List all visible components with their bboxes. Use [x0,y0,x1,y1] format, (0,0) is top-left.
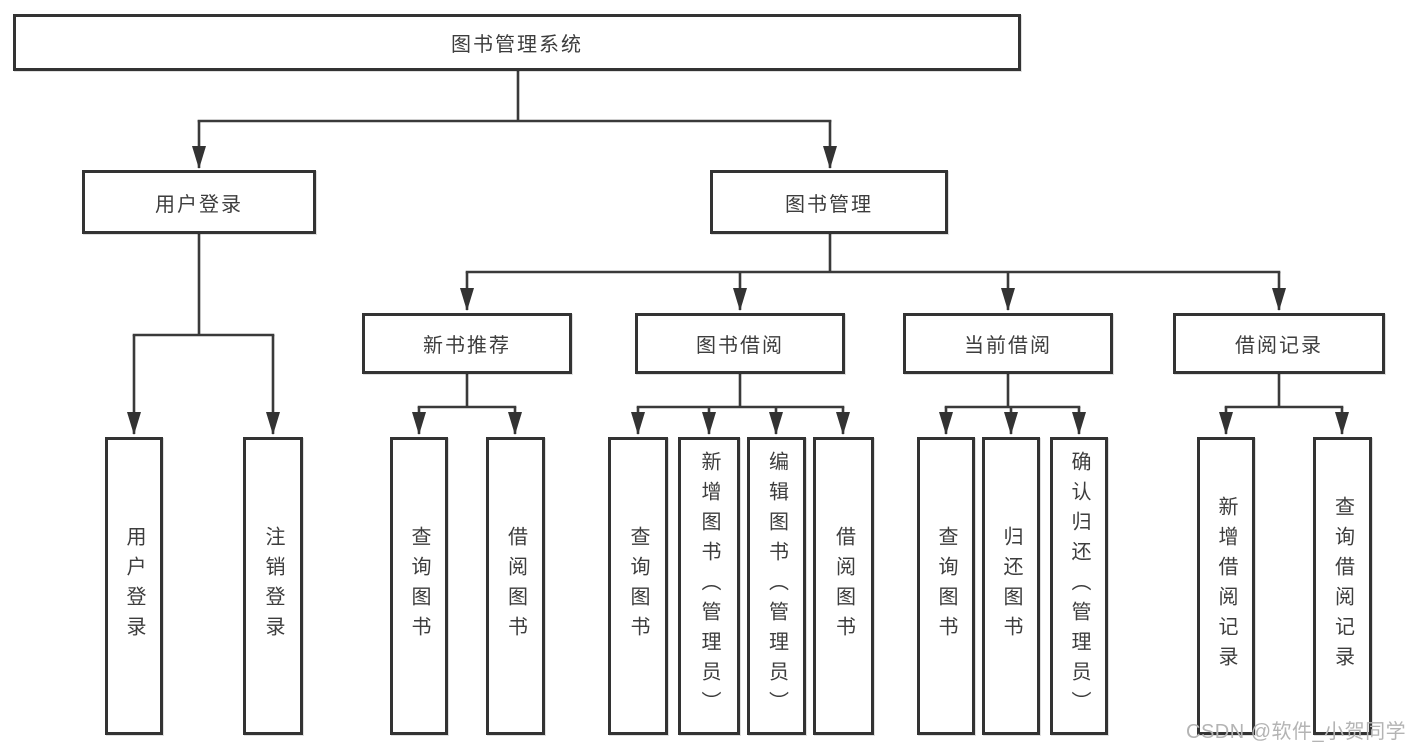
node-book-borrow: 图书借阅 [635,313,845,374]
node-root: 图书管理系统 [13,14,1021,71]
node-label: 查询借阅记录 [1331,496,1354,676]
connector-current-branch [944,374,1081,409]
connector-root-branch [197,70,832,123]
node-new-book-recommend: 新书推荐 [362,313,572,374]
node-book-management: 图书管理 [710,170,948,234]
node-label: 图书借阅 [696,335,784,357]
node-label: 当前借阅 [964,335,1052,357]
node-label: 编辑图书（管理员） [765,451,788,721]
node-label: 图书管理 [785,193,873,216]
connector-recommend-branch [417,374,517,409]
node-user-login: 用户登录 [82,170,316,234]
node-label: 新增图书（管理员） [698,451,720,721]
connector-user-login-branch [132,234,275,337]
node-label: 新增借阅记录 [1215,496,1237,676]
node-label: 图书管理系统 [451,34,583,56]
node-label: 查询图书 [627,526,649,646]
leaf-records-query-record: 查询借阅记录 [1313,437,1372,735]
node-label: 借阅图书 [832,526,855,646]
leaf-borrow-edit-books-admin: 编辑图书（管理员） [747,437,806,735]
connector-borrow-branch [636,374,845,409]
leaf-recommend-borrow-books: 借阅图书 [486,437,545,735]
node-current-borrow: 当前借阅 [903,313,1113,374]
leaf-borrow-borrow-books: 借阅图书 [813,437,874,735]
node-label: 注销登录 [262,526,284,646]
csdn-watermark: CSDN @软件_小贺同学 [1186,721,1405,743]
node-label: 查询图书 [408,526,430,646]
connector-book-management-branch [465,234,1281,274]
node-label: 借阅记录 [1235,335,1323,357]
leaf-borrow-query-books: 查询图书 [608,437,668,735]
leaf-current-return-books: 归还图书 [982,437,1040,735]
leaf-logout: 注销登录 [243,437,303,735]
leaf-user-login: 用户登录 [105,437,163,735]
node-label: 用户登录 [155,193,243,216]
node-borrow-records: 借阅记录 [1173,313,1385,374]
leaf-current-query-books: 查询图书 [917,437,975,735]
leaf-borrow-add-books-admin: 新增图书（管理员） [678,437,740,735]
node-label: 查询图书 [935,526,957,646]
leaf-recommend-query-books: 查询图书 [390,437,448,735]
node-label: 新书推荐 [423,335,511,357]
node-label: 确认归还（管理员） [1068,451,1090,721]
node-label: 借阅图书 [504,526,527,646]
connector-records-branch [1224,374,1344,409]
node-label: 归还图书 [1000,526,1022,646]
leaf-records-add-record: 新增借阅记录 [1197,437,1255,735]
leaf-current-confirm-return-admin: 确认归还（管理员） [1050,437,1108,735]
node-label: 用户登录 [123,526,145,646]
